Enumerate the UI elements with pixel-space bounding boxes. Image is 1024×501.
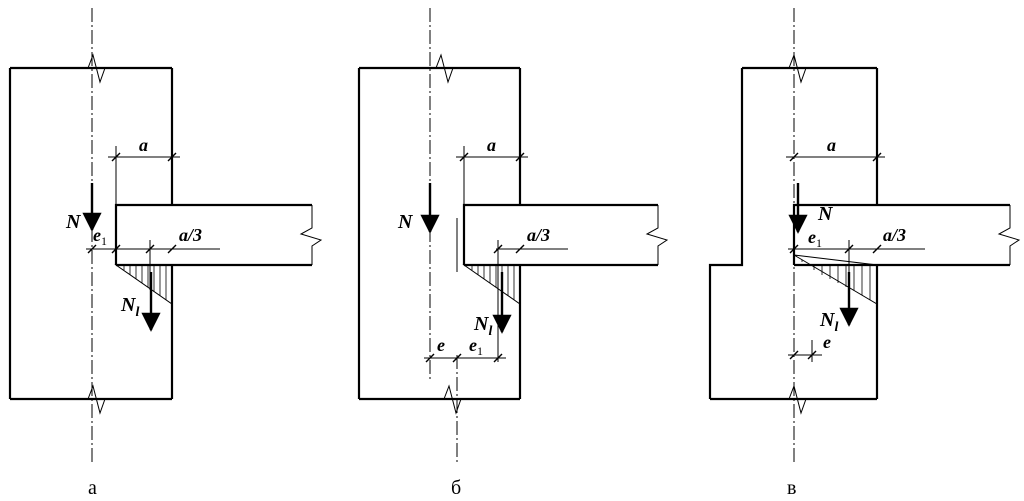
wall-outline xyxy=(708,66,879,401)
label-Nl: Nl xyxy=(473,313,492,339)
caption-v: в xyxy=(787,477,796,499)
label-a3: a/3 xyxy=(527,225,550,245)
label-e1: e1 xyxy=(93,225,107,248)
panel-b: a a/3 e e1 N Nl б xyxy=(357,8,669,499)
break-mark-bottom xyxy=(781,384,816,415)
wall-outline xyxy=(8,66,174,401)
slab-break-mark xyxy=(299,205,323,265)
label-e1: e1 xyxy=(469,335,483,358)
pressure-triangle xyxy=(462,264,521,305)
slab-outline xyxy=(114,203,312,267)
dimension-a: a xyxy=(108,135,180,205)
label-a: a xyxy=(139,135,148,155)
panel-a: a e1 a/3 N Nl а xyxy=(8,8,323,499)
pressure-hatch xyxy=(471,265,515,300)
pressure-triangle xyxy=(114,264,173,305)
dimension-a: a xyxy=(786,135,885,205)
pressure-hatch xyxy=(801,260,871,300)
label-e1: e1 xyxy=(808,227,822,250)
label-e: e xyxy=(437,335,445,355)
slab-outline xyxy=(462,203,658,267)
dimension-e1-a3: e1 a/3 xyxy=(788,225,925,290)
dimension-e1-a3: e1 a/3 xyxy=(86,225,220,290)
dimension-e: e xyxy=(788,332,831,362)
label-N: N xyxy=(817,203,834,225)
label-Nl: Nl xyxy=(819,309,838,335)
label-a3: a/3 xyxy=(883,225,906,245)
dimension-a3: a/3 xyxy=(493,225,568,362)
label-N: N xyxy=(65,211,82,233)
break-mark-bottom xyxy=(80,384,115,415)
label-a: a xyxy=(487,135,496,155)
caption-b: б xyxy=(451,477,461,499)
panel-v: a e1 a/3 e N Nl в xyxy=(708,8,1021,499)
break-mark-bottom xyxy=(436,384,471,415)
dimension-e-e1: e e1 xyxy=(424,335,506,363)
pressure-hatch xyxy=(123,265,167,300)
break-mark-top xyxy=(781,53,816,84)
wall-outline xyxy=(357,66,522,401)
break-mark-top xyxy=(428,53,463,84)
label-N: N xyxy=(397,211,414,233)
dimension-a: a xyxy=(456,135,528,205)
pressure-triangle xyxy=(793,254,878,305)
label-a: a xyxy=(827,135,836,155)
caption-a: а xyxy=(88,477,97,499)
label-Nl: Nl xyxy=(120,294,139,320)
slab-break-mark xyxy=(997,205,1021,265)
label-e: e xyxy=(823,332,831,352)
slab-break-mark xyxy=(645,205,669,265)
break-mark-top xyxy=(80,53,115,84)
label-a3: a/3 xyxy=(179,225,202,245)
